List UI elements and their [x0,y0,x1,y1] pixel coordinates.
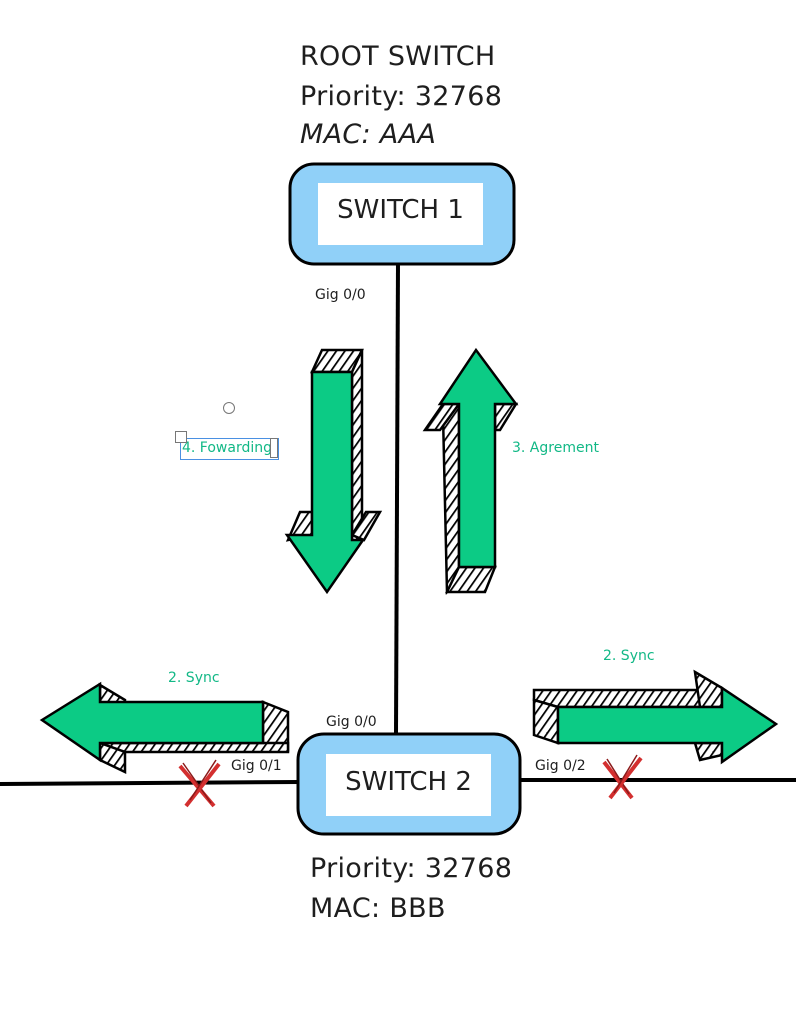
forwarding-text-selection[interactable]: 4. Fowarding [180,438,279,460]
resize-handle-top-left[interactable] [175,431,187,443]
resize-handle-right[interactable] [270,438,278,458]
rotate-handle[interactable] [223,402,235,414]
switch2-port-gig01: Gig 0/1 [231,758,282,774]
switch2-mac: MAC: BBB [310,893,446,924]
step-sync-right-label: 2. Sync [603,648,655,664]
switch1-mac: MAC: AAA [300,119,437,150]
forwarding-arrow [284,348,383,595]
blocked-port-x-right [602,754,643,800]
step-agreement-label: 3. Agrement [512,440,599,456]
step-forwarding-label[interactable]: 4. Fowarding [182,440,273,456]
switch2-priority: Priority: 32768 [310,853,513,884]
agreement-arrow [422,347,519,595]
switch1-label: SWITCH 1 [337,195,464,225]
switch2-port-gig00: Gig 0/0 [326,714,377,730]
sync-left-arrow [39,681,290,774]
switch1-port-gig00: Gig 0/0 [315,287,366,303]
switch2-port-gig02: Gig 0/2 [535,758,586,774]
switch1-node[interactable] [288,162,516,266]
blocked-port-x-left [178,759,221,808]
root-switch-title: ROOT SWITCH [300,41,496,72]
switch1-priority: Priority: 32768 [300,81,503,112]
switch2-label: SWITCH 2 [345,767,472,797]
sync-right-arrow [532,669,779,765]
switch2-node[interactable] [296,732,522,836]
link-left-gig01 [0,780,301,786]
step-sync-left-label: 2. Sync [168,670,220,686]
link-switch1-switch2 [394,261,400,735]
